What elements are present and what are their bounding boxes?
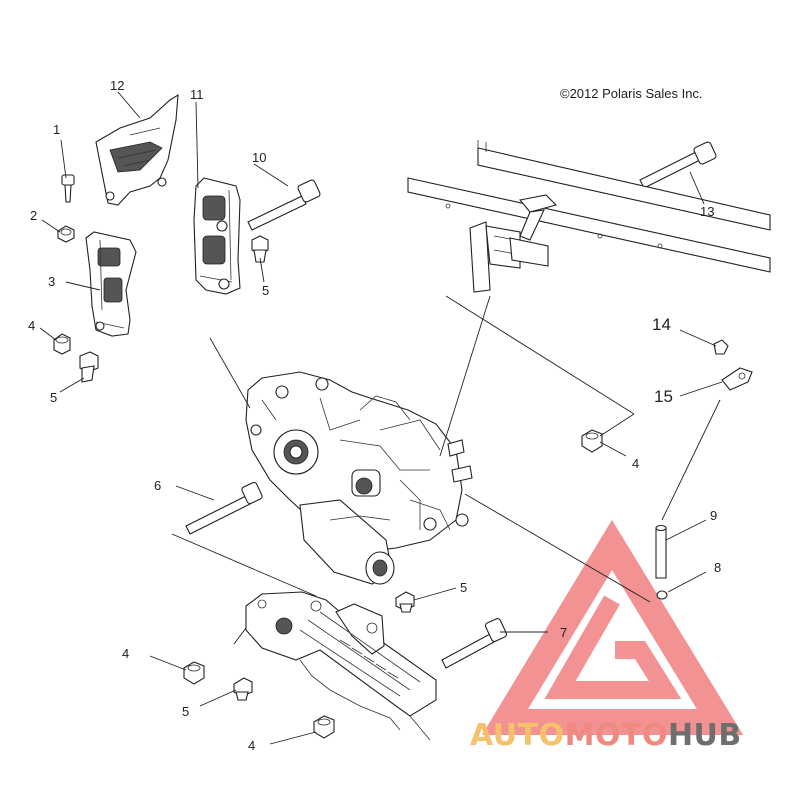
flange-bolt-upper: [251, 235, 269, 263]
clip-14: [713, 339, 729, 355]
callout-8: 8: [714, 560, 721, 575]
watermark-moto: MOTO: [564, 718, 668, 753]
callout-9: 9: [710, 508, 717, 523]
callout-15: 15: [654, 387, 673, 406]
callout-13: 13: [700, 204, 714, 219]
flange-bolt-lower: [233, 677, 253, 701]
callout-4-right: 4: [632, 456, 639, 471]
flange-nut-lower-2: [313, 715, 335, 739]
long-bolt-6: [185, 481, 263, 535]
bolt-1: [61, 174, 75, 203]
frame-section-lower: [245, 591, 437, 741]
callout-2: 2: [30, 208, 37, 223]
flange-nut-lower-1: [183, 661, 205, 685]
callout-7: 7: [560, 625, 567, 640]
ring-8: [656, 590, 668, 600]
callout-3: 3: [48, 274, 55, 289]
callout-5-middle: 5: [460, 580, 467, 595]
callout-4-lower-1: 4: [122, 646, 129, 661]
long-bolt-10: [247, 179, 321, 231]
long-bolt-7: [441, 617, 508, 669]
callout-4-lower-2: 4: [248, 738, 255, 753]
callout-5-left: 5: [50, 390, 57, 405]
watermark-text: AUTOMOTOHUB: [470, 718, 742, 753]
engine-transmission-assembly: [245, 371, 473, 585]
copyright-text: ©2012 Polaris Sales Inc.: [560, 86, 703, 101]
callout-12: 12: [110, 78, 124, 93]
front-mount-bracket: [85, 231, 137, 337]
callout-5-upper: 5: [262, 283, 269, 298]
callout-1: 1: [53, 122, 60, 137]
callout-5-lower: 5: [182, 704, 189, 719]
side-mount-bracket: [193, 177, 241, 295]
callout-11: 11: [190, 87, 204, 102]
nut-2: [57, 225, 75, 243]
pin-9: [655, 524, 667, 579]
callout-4-left: 4: [28, 318, 35, 333]
callout-10: 10: [252, 150, 266, 165]
flange-nut-right: [581, 429, 603, 453]
watermark-logo-icon: [481, 519, 744, 735]
long-bolt-13: [639, 141, 717, 189]
clamp-15: [721, 367, 753, 391]
callout-labels: 1 12 11 10 2 3 4 5 5 13 14 15 4 6 9 8 5 …: [28, 78, 721, 753]
upper-mount-bracket: [95, 93, 179, 206]
callout-14: 14: [652, 315, 671, 334]
flange-bolt-left: [79, 351, 99, 383]
watermark-auto: AUTO: [470, 718, 565, 753]
flange-bolt-middle: [395, 591, 415, 613]
leader-lines: [39, 91, 723, 745]
watermark-hub: HUB: [667, 718, 742, 753]
callout-6: 6: [154, 478, 161, 493]
frame-section-upper: [407, 140, 771, 293]
flange-nut-left: [53, 333, 71, 355]
